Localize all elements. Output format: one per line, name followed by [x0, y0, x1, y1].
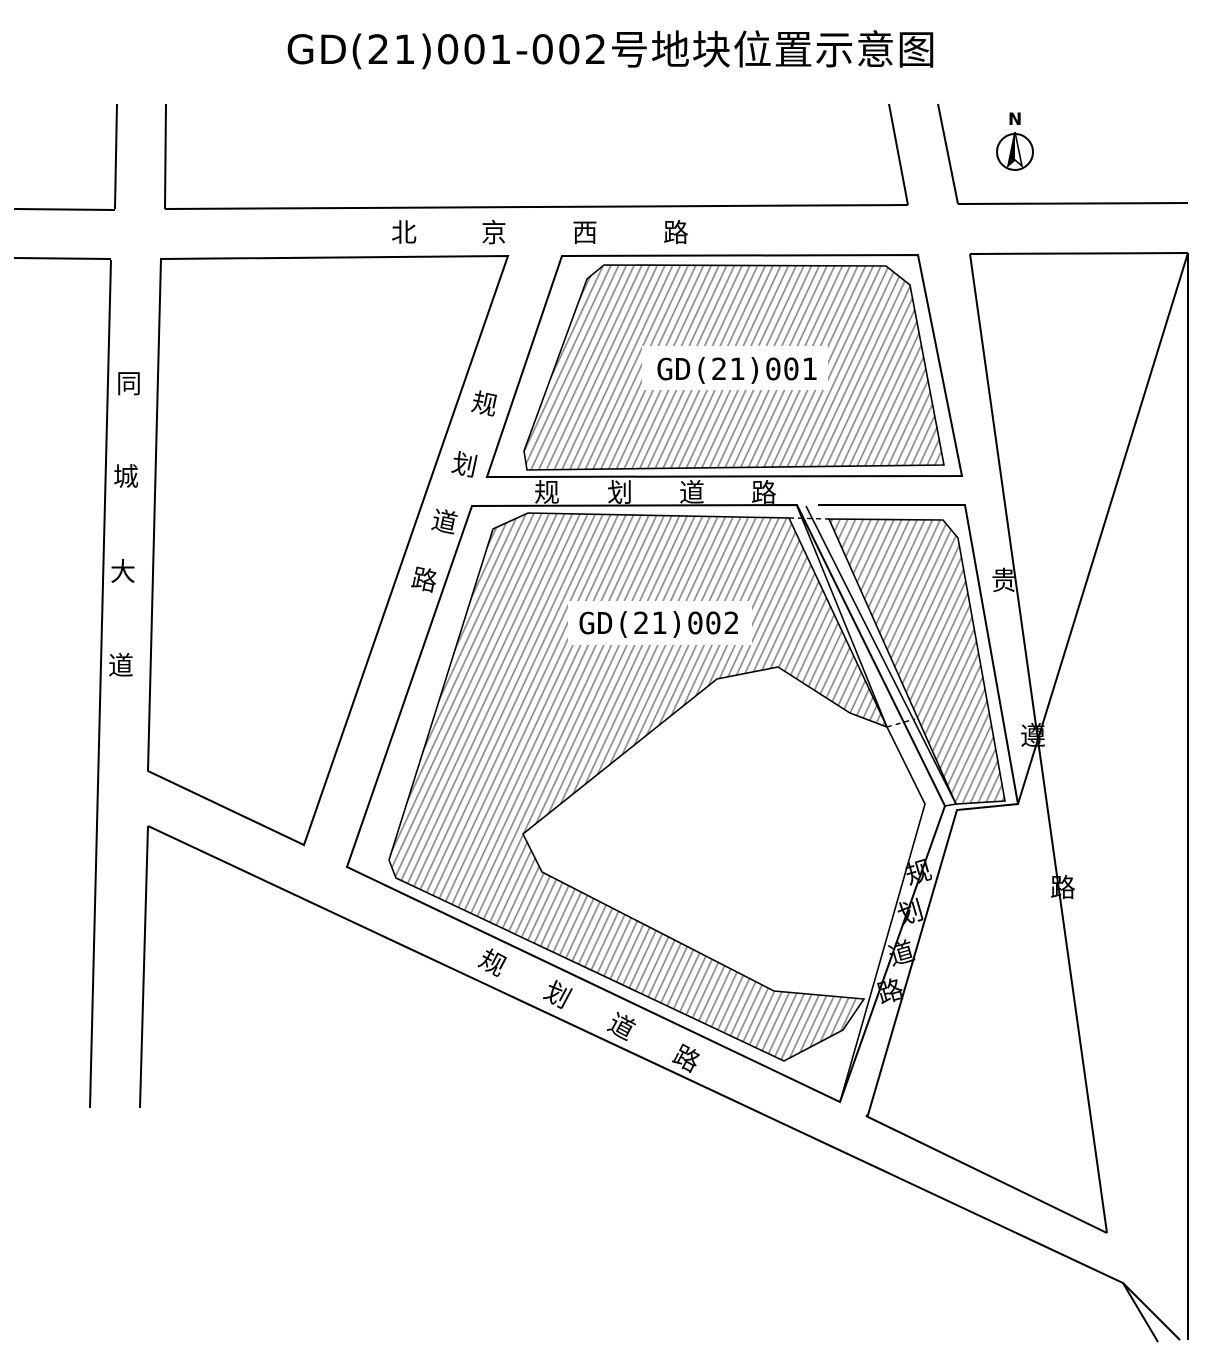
tongcheng-avenue-west-edge-upper: [114, 103, 118, 210]
block-central-south: [345, 503, 947, 1104]
parcel-002: [388, 512, 889, 1062]
road-label-planned-right-1: 规: [902, 856, 935, 892]
road-label-planned-left-4: 路: [409, 564, 441, 599]
planned-road-south-edge: [147, 825, 1159, 1343]
beijing-west-road-north-edge-left: [13, 208, 116, 211]
road-label-guizun-3: 路: [1050, 874, 1076, 904]
road-label-beijing-west-1: 北: [391, 219, 417, 249]
road-label-tongcheng-1: 同: [116, 370, 142, 400]
tongcheng-avenue-east-edge-lower: [139, 825, 149, 1109]
road-edges: [13, 103, 1189, 1343]
road-label-beijing-west-3: 西: [572, 219, 598, 249]
road-label-tongcheng-2: 城: [113, 463, 139, 493]
beijing-west-road-south-edge-left: [13, 257, 112, 260]
road-north-right-east-edge: [937, 103, 959, 205]
parcel-002-label-bg: [568, 601, 752, 645]
road-label-planned-middle-1: 规: [534, 479, 560, 509]
planned-road-inner-east: [805, 505, 958, 807]
road-label-tongcheng-3: 大: [110, 558, 136, 588]
parcel-boundary-dashed-middle: [886, 718, 916, 728]
road-label-planned-middle-4: 路: [751, 479, 777, 509]
road-label-beijing-west-4: 路: [663, 219, 689, 249]
guizun-road-east-edge: [969, 253, 1108, 1234]
block-001: [485, 253, 964, 479]
road-label-tongcheng-4: 道: [108, 652, 134, 682]
parcel-boundary-dashed-top: [788, 517, 830, 520]
block-east-strip: [818, 504, 1020, 1117]
road-label-planned-left-1: 规: [469, 388, 501, 423]
road-label-guizun-2: 遵: [1020, 722, 1046, 752]
road-label-planned-middle-2: 划: [607, 479, 633, 509]
tongcheng-avenue-west-edge-lower: [89, 259, 112, 1109]
road-label-planned-bottom-4: 路: [668, 1040, 705, 1079]
block-southeast: [865, 1115, 1108, 1234]
planned-road-inner-west: [796, 505, 926, 1103]
road-label-planned-right-4: 路: [874, 975, 907, 1011]
parcel-002-east-strip: [827, 518, 1006, 805]
north-arrow-icon: N: [996, 110, 1034, 171]
road-label-guizun-1: 贵: [991, 567, 1017, 597]
parcel-002-label: GD(21)002: [578, 607, 741, 642]
road-label-planned-left-2: 划: [449, 449, 481, 484]
tongcheng-avenue-east-edge-upper: [164, 103, 167, 210]
road-label-planned-left-3: 道: [429, 506, 461, 541]
parcel-001-label-bg: [642, 346, 828, 390]
road-label-planned-bottom-2: 划: [539, 976, 576, 1015]
block-west-north: [146, 254, 510, 847]
road-label-planned-middle-3: 道: [679, 479, 705, 509]
beijing-west-road-north-edge-middle: [164, 204, 909, 210]
guizun-road-west-edge: [1017, 252, 1189, 805]
road-label-planned-right-3: 道: [885, 937, 918, 973]
beijing-west-road-north-edge-right: [957, 202, 1189, 205]
road-north-right-west-edge: [888, 103, 909, 206]
map-title: GD(21)001-002号地块位置示意图: [285, 28, 938, 74]
road-label-beijing-west-2: 京: [481, 219, 507, 249]
parcel-001-label: GD(21)001: [656, 353, 819, 388]
north-arrow-label: N: [1008, 110, 1022, 130]
road-label-planned-bottom-1: 规: [474, 944, 511, 983]
beijing-west-road-south-edge-right: [969, 252, 1189, 255]
guizun-road-east-edge-lower: [1122, 1282, 1181, 1341]
